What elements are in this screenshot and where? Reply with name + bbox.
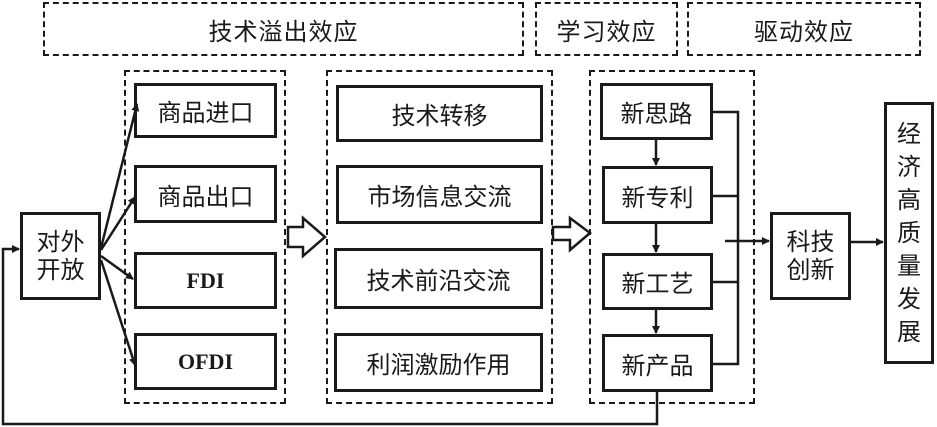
output-new-processes: 新工艺 <box>602 253 713 310</box>
result-char: 发 <box>897 284 921 313</box>
tech-innovation-box: 科技 创新 <box>770 212 851 300</box>
result-char: 经 <box>897 119 921 148</box>
opening-up-box: 对外 开放 <box>20 212 101 300</box>
innovation-line2: 创新 <box>786 256 835 284</box>
high-quality-development-box: 经 济 高 质 量 发 展 <box>884 102 934 364</box>
result-char: 高 <box>897 185 921 214</box>
channel-exports: 商品出口 <box>134 165 277 223</box>
feedback-arrowhead <box>12 245 20 253</box>
header-tech-spillover: 技术溢出效应 <box>43 2 524 56</box>
header-driving-effect: 驱动效应 <box>687 2 921 56</box>
result-char: 质 <box>897 218 921 247</box>
mechanism-tech-frontier: 技术前沿交流 <box>334 248 543 309</box>
result-char: 量 <box>897 251 921 280</box>
mechanism-tech-transfer: 技术转移 <box>336 85 543 142</box>
output-group <box>589 70 755 404</box>
mechanism-market-info: 市场信息交流 <box>336 165 543 224</box>
result-char: 展 <box>897 317 921 346</box>
output-new-patents: 新专利 <box>602 166 713 224</box>
block-arrow-1 <box>286 215 327 259</box>
channel-fdi: FDI <box>134 252 277 309</box>
output-new-products: 新产品 <box>602 334 713 392</box>
innovation-line1: 科技 <box>786 228 835 256</box>
output-new-ideas: 新思路 <box>600 83 713 140</box>
header-learning-effect: 学习效应 <box>535 2 678 56</box>
opening-line1: 对外 <box>36 228 85 256</box>
result-char: 济 <box>897 152 921 181</box>
output-bracket <box>713 110 740 366</box>
channel-group <box>124 70 286 404</box>
arrow-to-fdi <box>100 254 134 281</box>
arrow-to-ofdi <box>99 259 137 366</box>
opening-line2: 开放 <box>36 256 85 284</box>
arrow-to-imports <box>99 103 140 249</box>
arrow-to-exports <box>99 196 137 251</box>
block-arrow-2 <box>551 215 593 253</box>
mechanism-profit-incentive: 利润激励作用 <box>334 333 543 392</box>
channel-imports: 商品进口 <box>134 83 277 138</box>
feedback-loop <box>1 247 659 426</box>
